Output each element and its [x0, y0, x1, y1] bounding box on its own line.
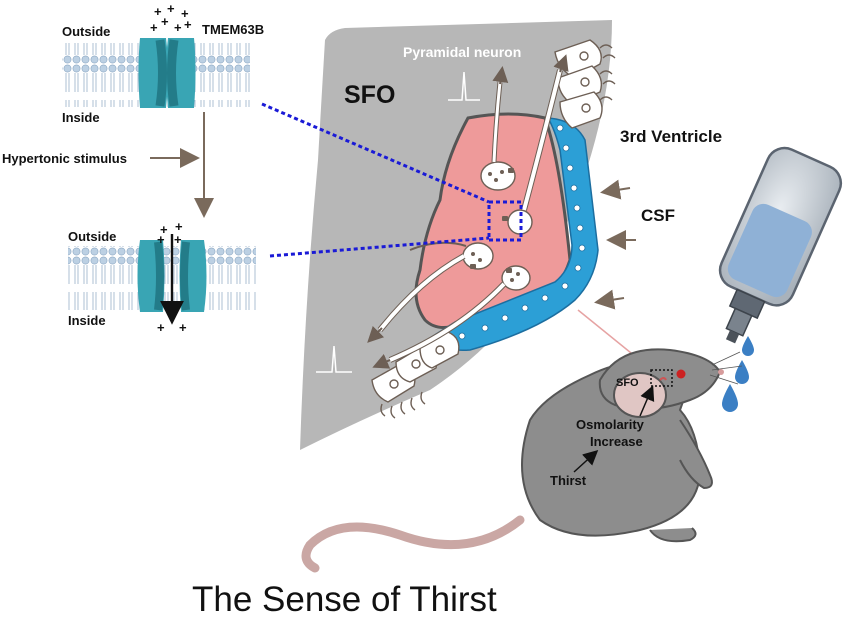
- water-droplets: [722, 336, 754, 412]
- tanycyte-cluster-bottom: [371, 331, 460, 419]
- neuron-body: [462, 242, 494, 270]
- ion-plus: +: [184, 17, 192, 32]
- action-potential-trace-bottom: [316, 345, 352, 373]
- stimulus-flow: Hypertonic stimulus: [2, 112, 214, 218]
- neuron-organelles: [470, 168, 520, 282]
- ion-plus: +: [160, 222, 168, 237]
- mouse-whiskers: [709, 351, 743, 385]
- outside-label-top: Outside: [62, 24, 110, 39]
- ion-plus: +: [175, 219, 183, 234]
- ion-plus: +: [167, 1, 175, 16]
- csf-flow-arrows: [594, 179, 636, 310]
- tanycyte-cluster-top: [554, 39, 616, 129]
- third-ventricle-label: 3rd Ventricle: [620, 127, 722, 146]
- mouse-nose: [718, 369, 724, 375]
- figure-caption: The Sense of Thirst: [192, 580, 497, 618]
- water-bottle: [718, 146, 843, 344]
- thirst-arrow: [573, 449, 599, 473]
- ion-plus: +: [150, 20, 158, 35]
- brain-section: SFO Pyramidal neuron: [261, 20, 616, 450]
- outside-label-bottom: Outside: [68, 229, 116, 244]
- hypertonic-stimulus-label: Hypertonic stimulus: [2, 151, 127, 166]
- mouse-sfo-box: [650, 369, 673, 387]
- ion-plus: +: [174, 232, 182, 247]
- mouse-forepaw: [679, 419, 713, 490]
- mouse-eye: [676, 369, 686, 379]
- mouse-illustration: [301, 348, 743, 573]
- tmem63b-label: TMEM63B: [202, 22, 264, 37]
- zoom-line-top: [261, 102, 490, 204]
- mouse-hindpaw: [649, 527, 697, 543]
- neuron-body: [480, 161, 516, 191]
- zoom-line-bottom: [269, 236, 490, 258]
- inside-label-bottom: Inside: [68, 313, 106, 328]
- zoom-indicator-box: [487, 200, 523, 242]
- csf-label: CSF: [641, 206, 675, 225]
- ion-cluster-top: + + + + + + +: [150, 1, 192, 35]
- tmem63b-channel-open: [137, 240, 207, 312]
- ion-plus: +: [161, 14, 169, 29]
- mouse-sfo-marker: [659, 377, 667, 381]
- mouse-tail: [301, 515, 525, 573]
- ion-cluster-bottom: + + + + + +: [157, 219, 187, 335]
- membrane-bottom-panel: Outside Inside + + + + + +: [68, 219, 256, 335]
- ion-plus: +: [154, 4, 162, 19]
- tmem63b-channel-closed: [138, 38, 196, 108]
- mouse-ear: [613, 372, 667, 418]
- axon-arrow: [492, 66, 509, 85]
- osmolarity-label-line1: Osmolarity: [576, 417, 645, 432]
- membrane-top-panel: Outside Inside TMEM63B + + + + + + +: [62, 1, 264, 125]
- ion-plus: +: [157, 232, 165, 247]
- ion-plus: +: [181, 6, 189, 21]
- osmolarity-arrow: [639, 385, 655, 417]
- ion-plus: +: [157, 320, 165, 335]
- pyramidal-neuron-label: Pyramidal neuron: [403, 44, 521, 60]
- ion-plus: +: [174, 20, 182, 35]
- osmolarity-label-line2: Increase: [590, 434, 643, 449]
- inside-label-top: Inside: [62, 110, 100, 125]
- sfo-region-label: SFO: [344, 81, 395, 109]
- axon-arrow: [372, 353, 391, 369]
- axon-arrow: [367, 325, 385, 343]
- action-potential-trace-top: [448, 71, 480, 101]
- axon-arrow: [553, 54, 569, 73]
- ion-plus: +: [179, 320, 187, 335]
- thirst-label: Thirst: [550, 473, 587, 488]
- sfo-mouse-label: SFO: [616, 377, 639, 389]
